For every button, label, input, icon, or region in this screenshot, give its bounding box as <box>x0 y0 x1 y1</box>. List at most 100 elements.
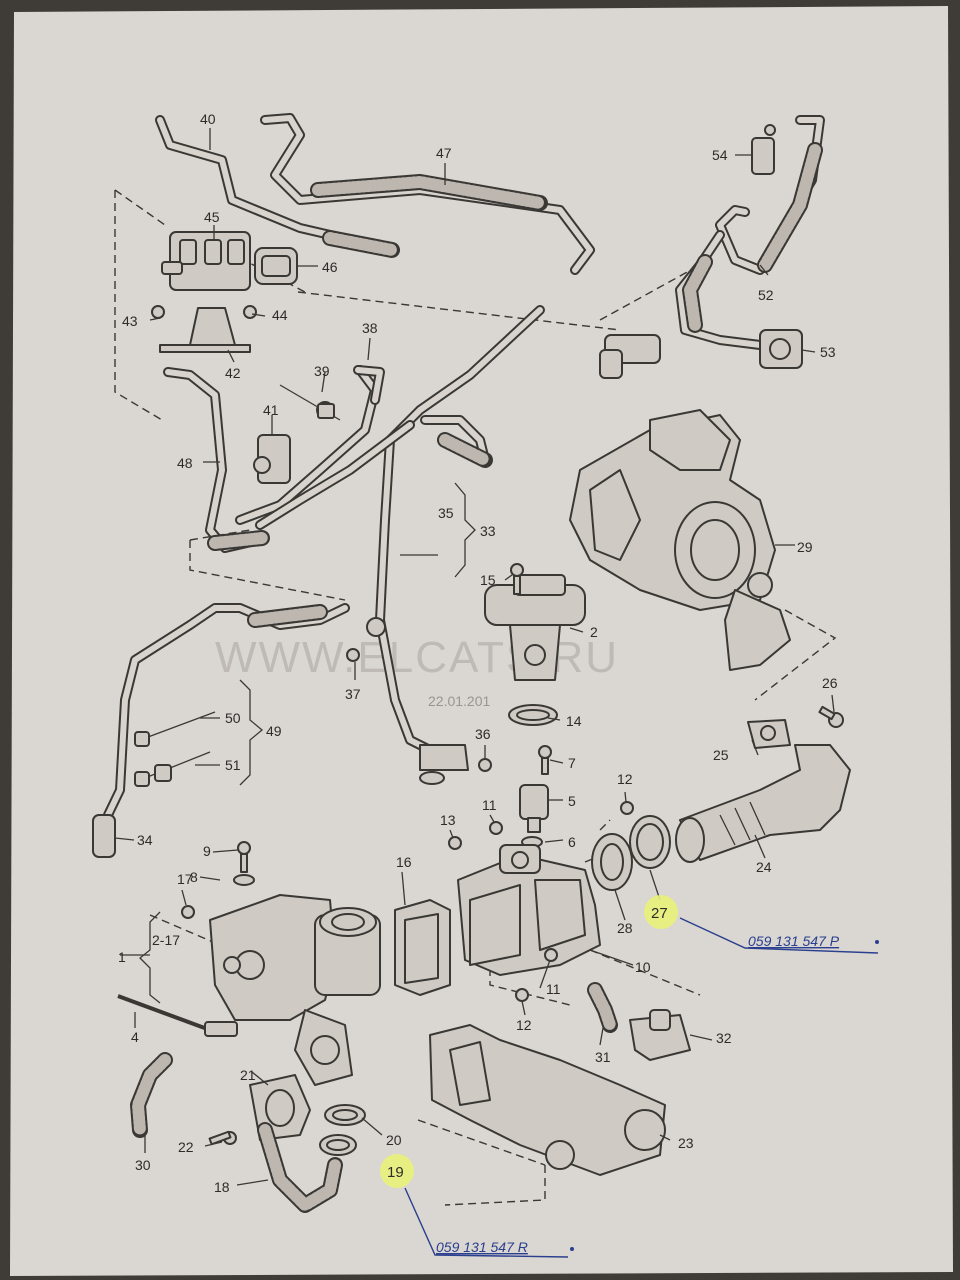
label-30: 30 <box>135 1157 151 1173</box>
label-44: 44 <box>272 307 288 323</box>
part-18-pipe <box>257 1122 343 1213</box>
part-54-valve <box>751 124 776 175</box>
date-stamp: 22.01.201 <box>428 693 490 709</box>
leader-lines <box>114 128 835 1186</box>
braces <box>139 482 476 1004</box>
part-14-clamp <box>508 704 558 726</box>
label-40: 40 <box>200 111 216 127</box>
label-6: 6 <box>568 834 576 850</box>
label-25: 25 <box>713 747 729 763</box>
ink-annotation-27: 059 131 547 P <box>679 917 879 954</box>
highlight-19: 19 <box>380 1154 414 1188</box>
label-13: 13 <box>440 812 456 828</box>
part-32-flange <box>629 1009 691 1061</box>
label-15: 15 <box>480 572 496 588</box>
label-22: 22 <box>178 1139 194 1155</box>
label-14: 14 <box>566 713 582 729</box>
label-35: 35 <box>438 505 454 521</box>
label-50: 50 <box>225 710 241 726</box>
label-29: 29 <box>797 539 813 555</box>
label-37: 37 <box>345 686 361 702</box>
label-2-17: 2-17 <box>152 932 180 948</box>
label-10: 10 <box>635 959 651 975</box>
part-4-rod <box>117 994 238 1037</box>
label-53: 53 <box>820 344 836 360</box>
part-1-egr-cooler <box>209 894 381 1086</box>
highlight-27: 27 <box>644 895 678 929</box>
part-labels: 1 2 2-17 4 5 6 7 8 9 10 11 11 12 12 13 1… <box>118 111 838 1195</box>
label-34: 34 <box>137 832 153 848</box>
label-47: 47 <box>436 145 452 161</box>
line-52 <box>675 115 825 350</box>
label-52: 52 <box>758 287 774 303</box>
part-30-hose <box>130 1052 173 1138</box>
label-42: 42 <box>225 365 241 381</box>
part-15-bolt <box>510 563 524 595</box>
part-53-valve <box>759 329 803 369</box>
label-54: 54 <box>712 147 728 163</box>
part-23-intake <box>429 1024 666 1176</box>
group-boundaries <box>114 189 837 1206</box>
part-31-hose <box>587 982 618 1033</box>
label-21: 21 <box>240 1067 256 1083</box>
label-1: 1 <box>118 949 126 965</box>
part-45-valve <box>161 231 251 291</box>
label-2: 2 <box>590 624 598 640</box>
label-27: 27 <box>651 905 668 922</box>
part-26-bolt <box>818 705 844 728</box>
label-32: 32 <box>716 1030 732 1046</box>
central-line <box>163 305 545 760</box>
label-36: 36 <box>475 726 491 742</box>
label-20: 20 <box>386 1132 402 1148</box>
label-46: 46 <box>322 259 338 275</box>
label-7: 7 <box>568 755 576 771</box>
label-5: 5 <box>568 793 576 809</box>
label-41: 41 <box>263 402 279 418</box>
label-39: 39 <box>314 363 330 379</box>
part-28-clamp <box>591 833 633 891</box>
part-19-gasket <box>319 1134 357 1156</box>
part-29-turbo <box>569 409 791 671</box>
part-17-9-8-fasteners <box>181 841 255 919</box>
label-8: 8 <box>190 869 198 885</box>
label-11b: 11 <box>546 981 561 997</box>
label-28: 28 <box>617 920 633 936</box>
handwritten-part-19: 059 131 547 R <box>436 1239 528 1255</box>
label-49: 49 <box>266 723 282 739</box>
part-13-11-bolts <box>448 821 558 1002</box>
part-27-gasket <box>629 815 671 869</box>
sensor-upper <box>599 334 661 379</box>
part-36-bracket <box>419 744 492 785</box>
part-41-valve <box>253 434 291 484</box>
label-33: 33 <box>480 523 496 539</box>
part-46-connector <box>254 247 298 285</box>
part-39-clip <box>279 384 341 421</box>
label-17: 17 <box>177 871 193 887</box>
part-10-housing <box>457 844 601 976</box>
part-38-hose <box>353 365 385 405</box>
label-18: 18 <box>214 1179 230 1195</box>
label-38: 38 <box>362 320 378 336</box>
part-5-sensor <box>519 784 549 833</box>
label-12b: 12 <box>516 1017 532 1033</box>
label-4: 4 <box>131 1029 139 1045</box>
hose-47 <box>260 113 595 275</box>
part-12-bolt-upper <box>620 801 634 815</box>
part-22-bolt <box>208 1130 237 1146</box>
label-45: 45 <box>204 209 220 225</box>
part-20-clamp <box>324 1104 366 1126</box>
label-11a: 11 <box>482 797 497 813</box>
part-2-egr-valve <box>484 574 586 681</box>
label-48: 48 <box>177 455 193 471</box>
part-50-51-clips <box>134 711 216 787</box>
line-34 <box>92 603 350 858</box>
part-25-gasket <box>747 719 791 749</box>
label-31: 31 <box>595 1049 611 1065</box>
label-43: 43 <box>122 313 138 329</box>
part-16-gasket <box>394 899 451 996</box>
label-23: 23 <box>678 1135 694 1151</box>
line-40 <box>155 115 400 258</box>
label-19: 19 <box>387 1164 404 1181</box>
part-37-clip <box>346 617 386 662</box>
